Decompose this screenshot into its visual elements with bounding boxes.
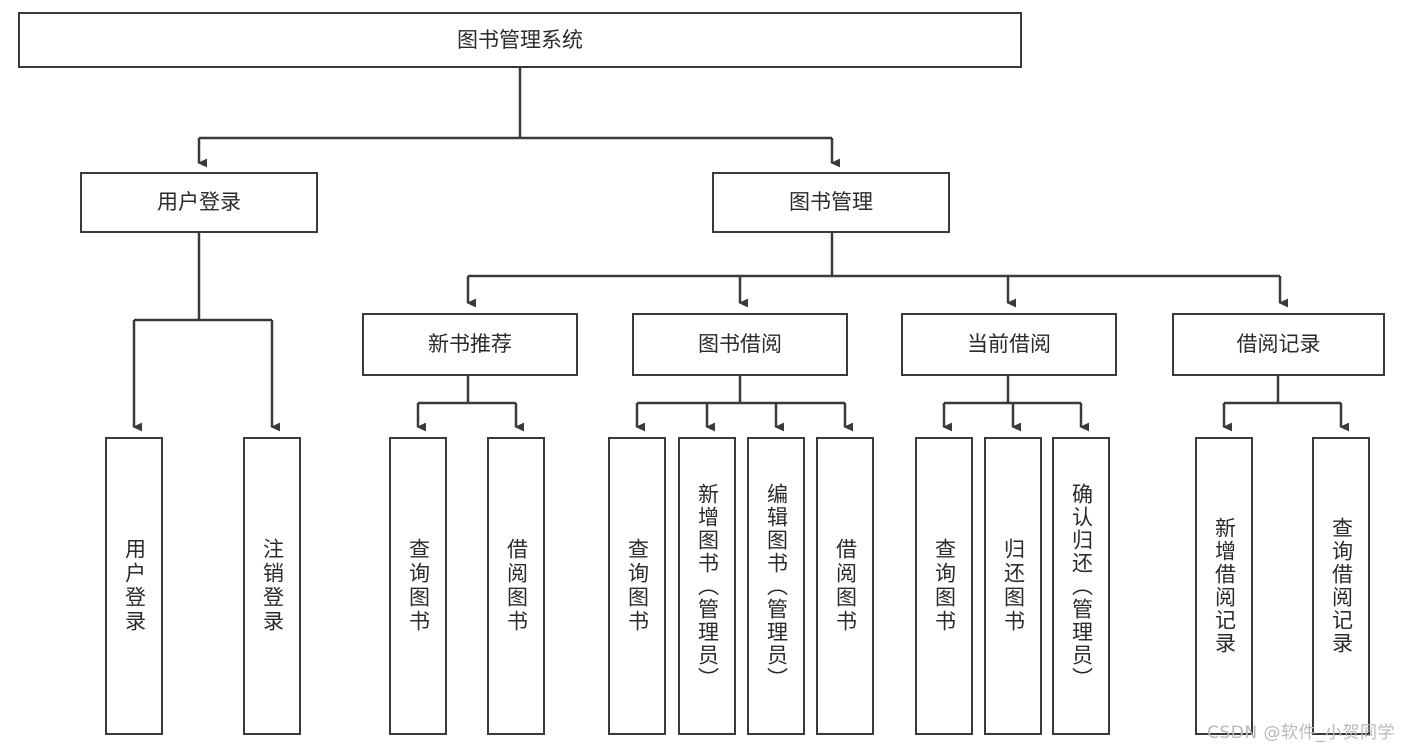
node-book-borrow[interactable]: 图书借阅 [632, 313, 848, 376]
node-borrow-record[interactable]: 借阅记录 [1172, 313, 1385, 376]
node-new-book-recommend[interactable]: 新书推荐 [362, 313, 578, 376]
node-label: 确认归还（管理员） [1069, 482, 1094, 690]
leaf-recommend-borrow-book[interactable]: 借阅图书 [487, 437, 545, 735]
node-label: 借阅图书 [504, 538, 529, 634]
leaf-record-add-record[interactable]: 新增借阅记录 [1195, 437, 1253, 735]
leaf-user-login-login[interactable]: 用户登录 [105, 437, 163, 735]
node-label: 新增图书（管理员） [695, 482, 720, 690]
leaf-current-confirm-return[interactable]: 确认归还（管理员） [1052, 437, 1110, 735]
leaf-record-query-record[interactable]: 查询借阅记录 [1312, 437, 1370, 735]
leaf-borrow-edit-book[interactable]: 编辑图书（管理员） [747, 437, 805, 735]
node-label: 当前借阅 [967, 332, 1051, 357]
leaf-user-login-logout[interactable]: 注销登录 [243, 437, 301, 735]
node-label: 用户登录 [122, 538, 147, 634]
node-label: 新书推荐 [428, 332, 512, 357]
leaf-current-query-book[interactable]: 查询图书 [915, 437, 973, 735]
leaf-borrow-add-book[interactable]: 新增图书（管理员） [678, 437, 736, 735]
node-label: 图书管理系统 [457, 27, 583, 52]
node-user-login[interactable]: 用户登录 [80, 172, 318, 233]
csdn-watermark: CSDN @软件_小贺同学 [1207, 723, 1395, 743]
leaf-borrow-borrow-book[interactable]: 借阅图书 [816, 437, 874, 735]
node-label: 归还图书 [1001, 538, 1026, 634]
node-book-management[interactable]: 图书管理 [712, 172, 950, 233]
leaf-recommend-query-book[interactable]: 查询图书 [389, 437, 447, 735]
node-label: 借阅图书 [833, 538, 858, 634]
node-label: 编辑图书（管理员） [764, 482, 789, 690]
node-label: 查询图书 [406, 538, 431, 634]
leaf-current-return-book[interactable]: 归还图书 [984, 437, 1042, 735]
node-label: 图书管理 [789, 190, 873, 215]
node-label: 注销登录 [260, 538, 285, 634]
node-label: 用户登录 [157, 190, 241, 215]
node-root-system[interactable]: 图书管理系统 [18, 12, 1022, 68]
node-current-borrow[interactable]: 当前借阅 [901, 313, 1117, 376]
node-label: 查询图书 [932, 538, 957, 634]
node-label: 图书借阅 [698, 332, 782, 357]
node-label: 查询借阅记录 [1329, 517, 1354, 655]
node-label: 借阅记录 [1236, 332, 1321, 357]
node-label: 新增借阅记录 [1212, 517, 1237, 655]
leaf-borrow-query-book[interactable]: 查询图书 [608, 437, 666, 735]
node-label: 查询图书 [625, 538, 650, 634]
